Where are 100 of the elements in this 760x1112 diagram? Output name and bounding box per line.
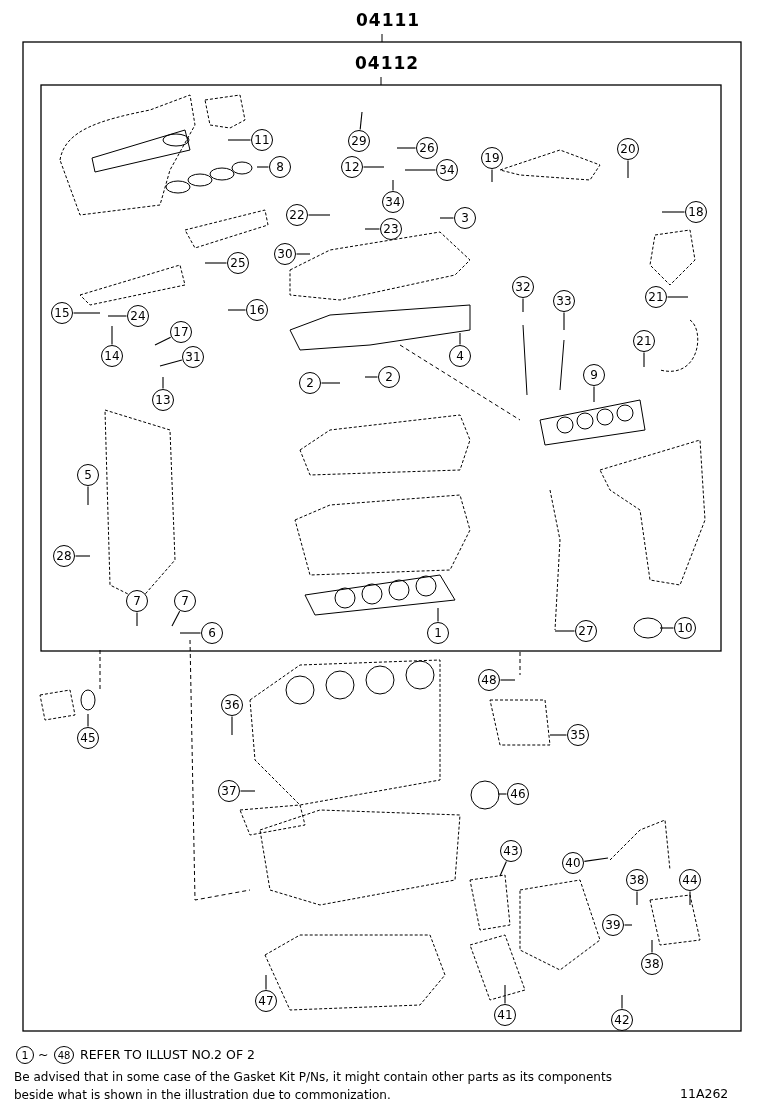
leader-line <box>111 325 113 346</box>
leader-line <box>499 679 516 681</box>
advisory-note: Be advised that in some case of the Gasket Kit P/Ns, it might contain other parts as its components beside what is shown in the illustration due to commonization. <box>14 1069 613 1104</box>
leader-line <box>162 376 164 390</box>
callout-number: 34 <box>382 191 404 213</box>
callout-number: 20 <box>617 138 639 160</box>
callout-number: 21 <box>633 330 655 352</box>
leader-line <box>107 315 128 317</box>
callout-number: 13 <box>152 389 174 411</box>
callout-number: 14 <box>101 345 123 367</box>
leader-line <box>499 861 507 877</box>
callout-number: 37 <box>218 780 240 802</box>
callout-number: 46 <box>507 783 529 805</box>
leader-line <box>549 734 568 736</box>
leader-line <box>265 974 267 991</box>
callout-number: 34 <box>436 159 458 181</box>
leader-line <box>404 169 437 171</box>
callout-number: 12 <box>341 156 363 178</box>
leader-line <box>459 332 461 346</box>
leader-line <box>522 297 524 313</box>
leader-line <box>491 168 493 183</box>
callout-number: 35 <box>567 724 589 746</box>
callout-number: 38 <box>626 869 648 891</box>
callout-number: 11 <box>251 129 273 151</box>
callout-number: 18 <box>685 201 707 223</box>
leader-line <box>74 555 91 557</box>
leader-line <box>666 296 689 298</box>
leader-line <box>504 984 506 1005</box>
callout-number: 9 <box>583 364 605 386</box>
callout-number: 29 <box>348 130 370 152</box>
leader-line <box>651 939 653 954</box>
callout-number: 7 <box>174 590 196 612</box>
callout-number: 42 <box>611 1009 633 1031</box>
callout-number: 7 <box>126 590 148 612</box>
callout-number: 22 <box>286 204 308 226</box>
leader-line <box>623 924 633 926</box>
callout-number: 40 <box>562 852 584 874</box>
callout-number: 16 <box>246 299 268 321</box>
kit-number: 04112 <box>355 53 420 73</box>
callout-number: 30 <box>274 243 296 265</box>
kit-number: 04111 <box>356 10 421 30</box>
callout-number: 19 <box>481 147 503 169</box>
leader-line <box>563 311 565 331</box>
leader-line <box>159 359 183 367</box>
callout-number: 6 <box>201 622 223 644</box>
callout-number: 31 <box>182 346 204 368</box>
leader-line <box>72 312 101 314</box>
leader-line <box>295 253 311 255</box>
leader-line <box>661 211 686 213</box>
reference-note: REFER TO ILLUST NO.2 OF 2 <box>80 1047 255 1062</box>
leader-line <box>204 262 228 264</box>
leader-line <box>497 793 508 795</box>
callout-number: 21 <box>645 286 667 308</box>
callout-number: 47 <box>255 990 277 1012</box>
leader-line <box>87 713 89 728</box>
callout-number: 27 <box>575 620 597 642</box>
leader-line <box>239 790 256 792</box>
leader-line <box>392 179 394 192</box>
callout-number: 3 <box>454 207 476 229</box>
callout-number: 2 <box>378 366 400 388</box>
leader-line <box>136 611 138 627</box>
leader-line <box>307 214 331 216</box>
callout-number: 17 <box>170 321 192 343</box>
callout-number: 36 <box>221 694 243 716</box>
leader-line <box>179 632 202 634</box>
leader-line <box>437 607 439 623</box>
callout-number: 32 <box>512 276 534 298</box>
leader-line <box>171 610 181 627</box>
callout-number: 48 <box>478 669 500 691</box>
callout-number: 8 <box>269 156 291 178</box>
illustration-code: 11A262 <box>680 1086 729 1101</box>
callout-number: 10 <box>674 617 696 639</box>
leader-line <box>659 627 675 629</box>
leader-line <box>364 228 381 230</box>
callout-number: 25 <box>227 252 249 274</box>
callout-number: 26 <box>416 137 438 159</box>
leader-line <box>320 382 341 384</box>
callout-number: 23 <box>380 218 402 240</box>
leader-line <box>583 857 609 862</box>
callout-number: 38 <box>641 953 663 975</box>
callout-number: 44 <box>679 869 701 891</box>
callout-number: 28 <box>53 545 75 567</box>
callout-number: 15 <box>51 302 73 324</box>
leader-line <box>689 890 691 906</box>
leader-line <box>227 139 252 141</box>
leader-line <box>359 111 363 131</box>
leader-line <box>643 351 645 368</box>
callout-number: 41 <box>494 1004 516 1026</box>
leader-line <box>231 715 233 736</box>
callout-number: 43 <box>500 840 522 862</box>
leader-line <box>364 376 379 378</box>
callout-number: 4 <box>449 345 471 367</box>
leader-line <box>627 159 629 179</box>
callout-number: 2 <box>299 372 321 394</box>
leader-line <box>87 485 89 506</box>
leader-line <box>554 630 576 632</box>
leader-line <box>362 166 385 168</box>
callout-number: 33 <box>553 290 575 312</box>
callout-number: 5 <box>77 464 99 486</box>
leader-line <box>636 890 638 906</box>
